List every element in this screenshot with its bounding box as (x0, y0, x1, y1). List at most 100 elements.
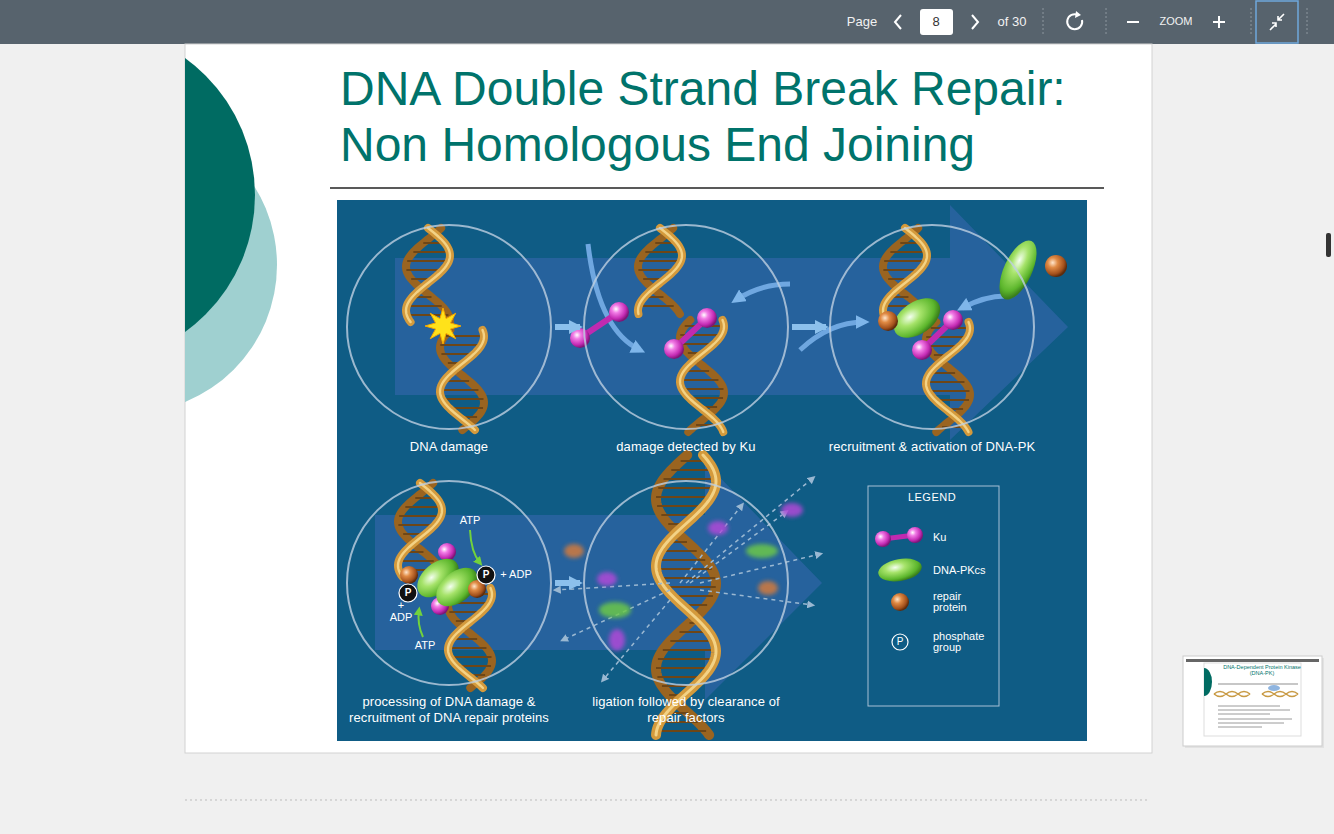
zoom-out-icon (1127, 21, 1139, 23)
circle-outline (347, 225, 551, 429)
repair-protein (400, 566, 418, 584)
dispersing-factor (599, 602, 631, 618)
base-pair (664, 586, 715, 588)
base-pair (664, 478, 716, 480)
step-circle: ligation followed by clearance of repair… (583, 480, 789, 686)
phosphate-symbol (399, 584, 417, 602)
ku-protein (912, 340, 932, 360)
phosphate-label: P (405, 588, 412, 599)
dna-pkcs-sample (876, 555, 923, 584)
thumbnail-protein (1268, 685, 1280, 691)
zoom-in-icon (1218, 16, 1220, 28)
dna-pkcs (429, 560, 485, 614)
base-pair (682, 388, 724, 390)
prev-icon (895, 15, 901, 29)
base-pair (450, 656, 492, 658)
flow-arrow (700, 590, 812, 605)
legend-sample (872, 555, 928, 585)
thumbnail-bar (1186, 659, 1319, 662)
ku-protein (664, 339, 684, 359)
base-pair (884, 260, 926, 262)
dna-pkcs (992, 235, 1044, 305)
repair-protein (1045, 255, 1067, 277)
dispersing-factor (708, 521, 728, 535)
ku-sample (907, 527, 923, 543)
dna-strand-highlight (656, 455, 716, 735)
step-caption: DNA damage (309, 439, 589, 455)
artwork (398, 228, 1067, 735)
base-pair (658, 487, 715, 489)
toolbar-label: ZOOM (1160, 16, 1193, 28)
scrollbar-thumb (1326, 233, 1331, 257)
base-pair (658, 658, 715, 660)
step-caption: damage detected by Ku (546, 439, 826, 455)
flow-connector (555, 324, 580, 330)
page-number: 8 (932, 15, 939, 29)
circle-outline (830, 225, 1034, 429)
repair-protein-sample (891, 593, 909, 611)
flow-connector (555, 580, 580, 586)
ku-protein (609, 302, 629, 322)
step-circle: damage detected by Ku (583, 224, 789, 430)
next-icon (972, 15, 978, 29)
collapse-button (1256, 1, 1298, 43)
dispersing-factor (758, 581, 778, 595)
dna-strand (656, 455, 716, 735)
separator (1251, 8, 1252, 36)
legend-box (868, 486, 999, 706)
legend-text: DNA-PKcs (933, 555, 997, 585)
circle-outline (346, 224, 552, 430)
separator (1307, 8, 1308, 36)
base-pair (680, 379, 718, 381)
circle-outline (346, 480, 552, 686)
base-pair (656, 496, 711, 498)
base-pair (928, 390, 970, 392)
molecule-label: + ADP (388, 600, 414, 623)
flow-band (375, 462, 822, 700)
thumbnail-decor (1204, 668, 1212, 696)
base-pair (671, 469, 713, 471)
thumbnail-helix (1214, 692, 1250, 697)
dna-strand-highlight (440, 330, 484, 430)
refresh-icon (1075, 11, 1081, 18)
base-pair (440, 389, 478, 391)
base-pair (399, 560, 434, 562)
flow-arrow (690, 512, 786, 583)
base-pair (645, 251, 681, 253)
legend-row: Ku (872, 522, 997, 552)
step-circle: recruitment & activation of DNA-PK (829, 224, 1035, 430)
circle-outline (584, 225, 788, 429)
phosphate-sample (892, 634, 908, 650)
flow-arrow (470, 530, 480, 563)
circle-outline (347, 481, 551, 685)
circle-outline (583, 224, 789, 430)
flow-connector (792, 324, 826, 330)
thumbnail (1183, 656, 1322, 746)
circle-outline (829, 224, 1035, 430)
legend-text: repair protein (933, 587, 997, 617)
molecule-label: ATP (460, 515, 481, 527)
separator (1106, 8, 1107, 36)
legend-row: repair protein (872, 587, 997, 617)
base-pair (407, 305, 442, 307)
dispersing-factor (781, 503, 803, 517)
refresh-icon (1067, 14, 1082, 29)
illustration-panel (337, 200, 1087, 741)
title-rule (330, 187, 1104, 189)
dispersing-factor (609, 629, 625, 651)
base-pair (405, 506, 441, 508)
step-caption: ligation followed by clearance of repair… (580, 694, 792, 726)
thumbnail-title: DNA-Dependent Protein Kinase (DNA-PK) (1219, 665, 1305, 677)
flow-arrow (419, 610, 424, 637)
ku-protein (943, 310, 963, 330)
flow-arrow (588, 244, 640, 350)
legend-row: phosphate group (872, 627, 997, 657)
circle-outline (584, 481, 788, 685)
toolbar-label: of 30 (998, 15, 1027, 29)
base-pair (926, 381, 964, 383)
thumbnail-rule (1218, 684, 1298, 685)
slide (185, 44, 1152, 753)
flow-arrow (962, 296, 1005, 308)
separator (1043, 8, 1044, 36)
repair-protein (878, 311, 898, 331)
